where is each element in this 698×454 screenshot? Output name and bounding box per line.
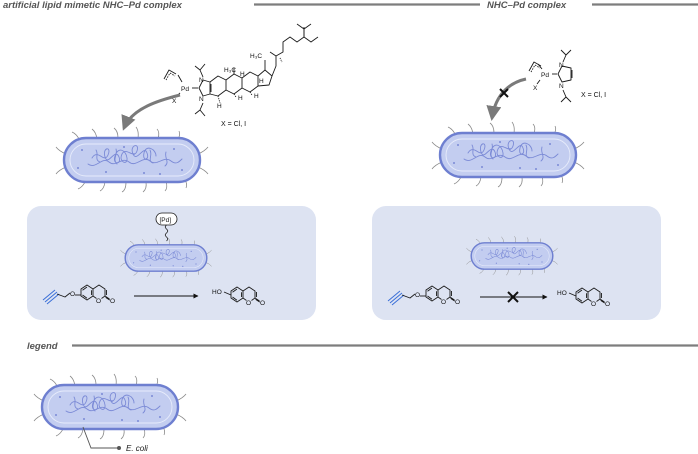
hydrogen-d: H: [240, 71, 245, 78]
lipid-nhc-pd-complex-structure: Pd X N N H H H H H H₃C H₃C X = Cl, I: [163, 23, 319, 128]
carbonyl-oxygen-right: O: [455, 299, 460, 306]
pd-atom: Pd: [181, 86, 189, 93]
cross-mark-top: [499, 88, 509, 98]
methyl-label-a: H₃C: [224, 67, 236, 74]
legend-pointer-dot: [117, 446, 121, 450]
blocked-insertion-arrow: [486, 77, 527, 121]
ring-oxygen-prod-left: O: [246, 300, 251, 307]
right-x-definition: X = Cl, I: [581, 92, 606, 99]
hydrogen-c: H: [254, 93, 259, 100]
left-x-definition: X = Cl, I: [221, 121, 246, 128]
hydrogen-b: H: [238, 95, 243, 102]
hydroxy-coumarin-left: HO O O: [212, 286, 265, 307]
nitrogen-bottom: N: [199, 96, 204, 103]
carbonyl-oxygen-prod-right: O: [605, 301, 610, 308]
nhc-pd-complex-structure: Pd X N N X = Cl, I: [528, 49, 606, 103]
propargyl-coumarin-left: O O O: [42, 284, 115, 305]
legend-header: legend: [27, 341, 58, 352]
nitrogen-top-right: N: [559, 62, 564, 69]
insertion-arrow: [121, 93, 181, 131]
bacterium-left-membrane: [54, 125, 210, 194]
hydrogen-a: H: [217, 103, 222, 110]
hydroxyl-right: HO: [557, 290, 567, 297]
ether-oxygen-right: O: [415, 292, 420, 299]
hydrogen-e: H: [259, 78, 264, 85]
x-ligand-right: X: [533, 85, 538, 92]
propargyl-coumarin-right: O O O: [387, 285, 460, 306]
nitrogen-bottom-right: N: [559, 83, 564, 90]
methyl-label-b: H₃C: [250, 53, 262, 60]
ether-oxygen-left: O: [70, 291, 75, 298]
carbonyl-oxygen-left: O: [110, 298, 115, 305]
pd-tag-label: [Pd]: [160, 217, 172, 224]
carbonyl-oxygen-prod-left: O: [260, 300, 265, 307]
hydroxy-coumarin-right: HO O O: [557, 287, 610, 308]
legend-pointer: [82, 426, 118, 449]
lipid-anchor: [164, 224, 169, 242]
bacterium-right: [430, 120, 586, 189]
right-header: NHC–Pd complex: [487, 0, 567, 11]
cross-mark-bottom: [507, 291, 519, 303]
left-header: artificial lipid mimetic NHC–Pd complex: [3, 0, 183, 11]
hydroxyl-left: HO: [212, 289, 222, 296]
ring-oxygen-prod-right: O: [591, 301, 596, 308]
x-ligand: X: [172, 98, 177, 105]
ring-oxygen-right: O: [441, 299, 446, 306]
legend-bacterium: [32, 372, 188, 441]
pd-atom-right: Pd: [541, 72, 549, 79]
nitrogen-top: N: [199, 77, 204, 84]
legend-label: E. coli: [126, 444, 148, 453]
ring-oxygen-left: O: [96, 298, 101, 305]
